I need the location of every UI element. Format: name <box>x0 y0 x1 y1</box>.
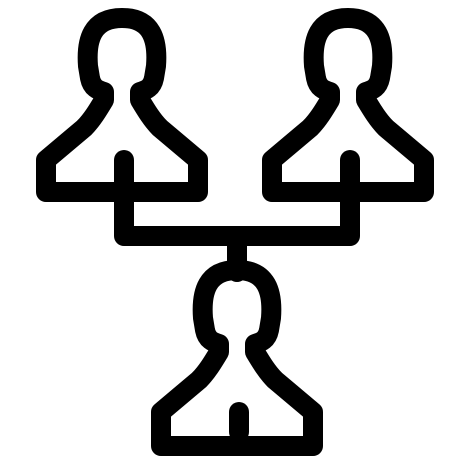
person-top-right-icon <box>262 8 434 202</box>
person-bottom-icon <box>151 260 323 456</box>
person-top-left-icon <box>36 8 208 202</box>
